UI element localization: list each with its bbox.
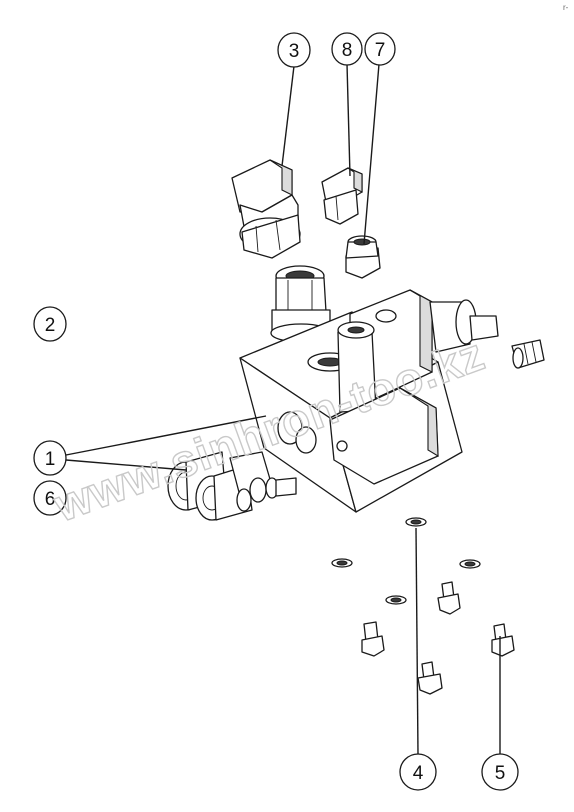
left-plug-fittings — [167, 451, 297, 521]
callout-6: 6 — [33, 480, 67, 516]
callout-1: 1 — [33, 440, 67, 476]
side-connector — [429, 299, 545, 369]
callout-label-8: 8 — [342, 40, 353, 61]
corner-mark: r- — [563, 3, 569, 12]
callout-label-2: 2 — [45, 315, 56, 336]
valve-housing — [329, 289, 439, 485]
nipple-fitting — [345, 235, 381, 279]
callout-label-6: 6 — [45, 489, 56, 510]
callout-4: 4 — [399, 753, 437, 791]
callout-label-4: 4 — [413, 763, 424, 784]
callout-5: 5 — [481, 753, 519, 791]
elbow-fitting-small — [321, 167, 363, 225]
leader-lines — [65, 63, 501, 755]
callout-8: 8 — [331, 32, 363, 66]
callout-label-1: 1 — [45, 449, 56, 470]
callout-label-7: 7 — [375, 40, 386, 61]
bolts — [361, 581, 515, 695]
callout-7: 7 — [364, 32, 396, 66]
callout-2: 2 — [33, 306, 67, 342]
callout-label-5: 5 — [495, 763, 506, 784]
callout-label-3: 3 — [289, 41, 300, 62]
washers — [331, 517, 481, 605]
elbow-fitting-large — [231, 159, 301, 259]
callout-3: 3 — [277, 32, 311, 68]
